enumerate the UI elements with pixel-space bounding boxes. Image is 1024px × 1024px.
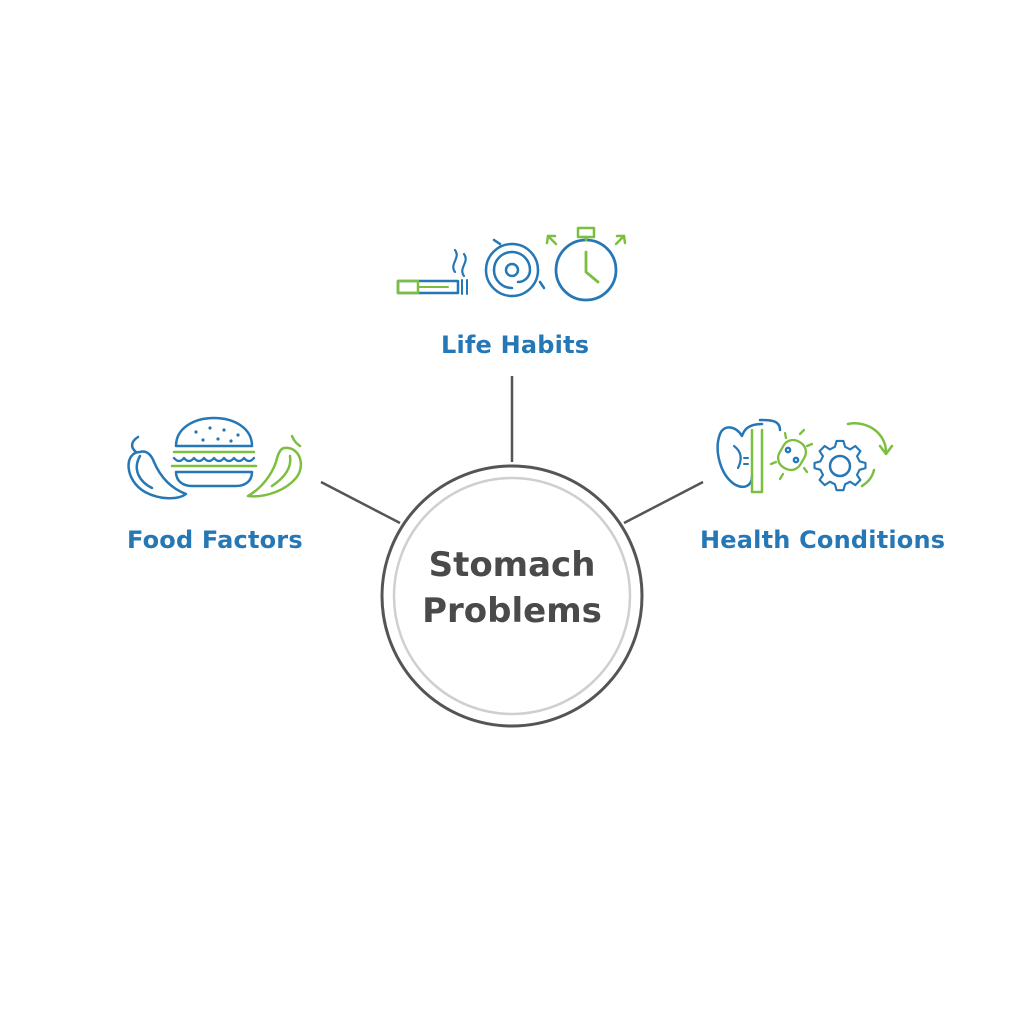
connector-food-factors — [320, 480, 401, 525]
gear-cycle-icon — [813, 422, 894, 492]
center-node — [380, 464, 644, 728]
center-title-line2: Problems — [422, 591, 602, 631]
cigarette-icon — [396, 248, 468, 295]
center-title-line1: Stomach — [428, 545, 596, 585]
chili-pepper-icon — [127, 435, 188, 500]
center-title: Stomach Problems — [386, 542, 638, 634]
food-factors-label: Food Factors — [127, 526, 303, 554]
burger-icon — [170, 416, 258, 488]
stress-swirl-icon — [484, 238, 546, 298]
health-conditions-label: Health Conditions — [700, 526, 946, 554]
green-pepper-icon — [246, 434, 303, 498]
stopwatch-icon — [545, 226, 627, 302]
bacteria-icon — [769, 428, 814, 481]
life-habits-label: Life Habits — [441, 331, 590, 359]
digestive-organ-icon — [716, 418, 782, 494]
connector-health-conditions — [623, 480, 704, 525]
